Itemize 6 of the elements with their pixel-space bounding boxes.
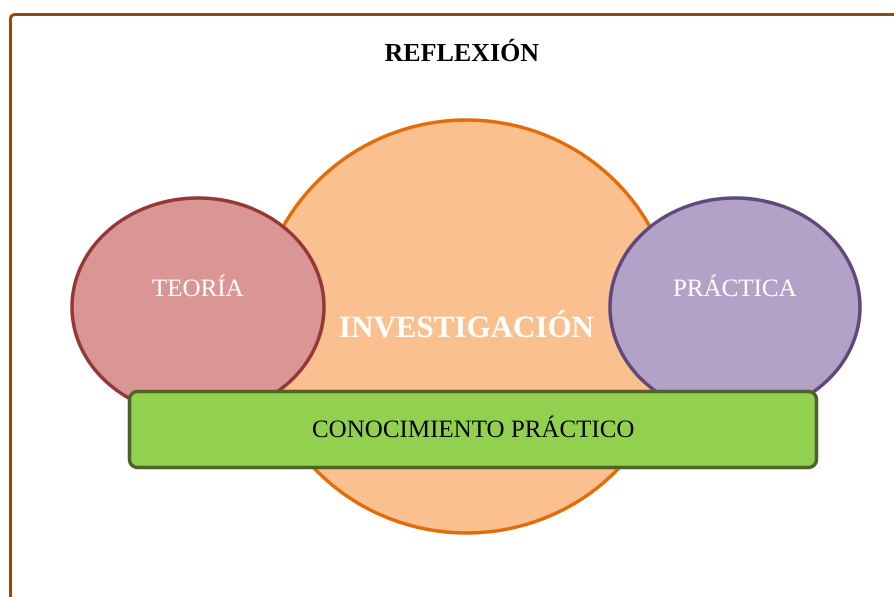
node-label: PRÁCTICA: [673, 275, 797, 303]
node-label: INVESTIGACIÓN: [339, 308, 594, 344]
frame-panel: [9, 13, 894, 597]
node-label: CONOCIMIENTO PRÁCTICO: [312, 416, 634, 444]
title-text: REFLEXIÓN: [384, 38, 540, 68]
node-label: TEORÍA: [152, 275, 244, 303]
